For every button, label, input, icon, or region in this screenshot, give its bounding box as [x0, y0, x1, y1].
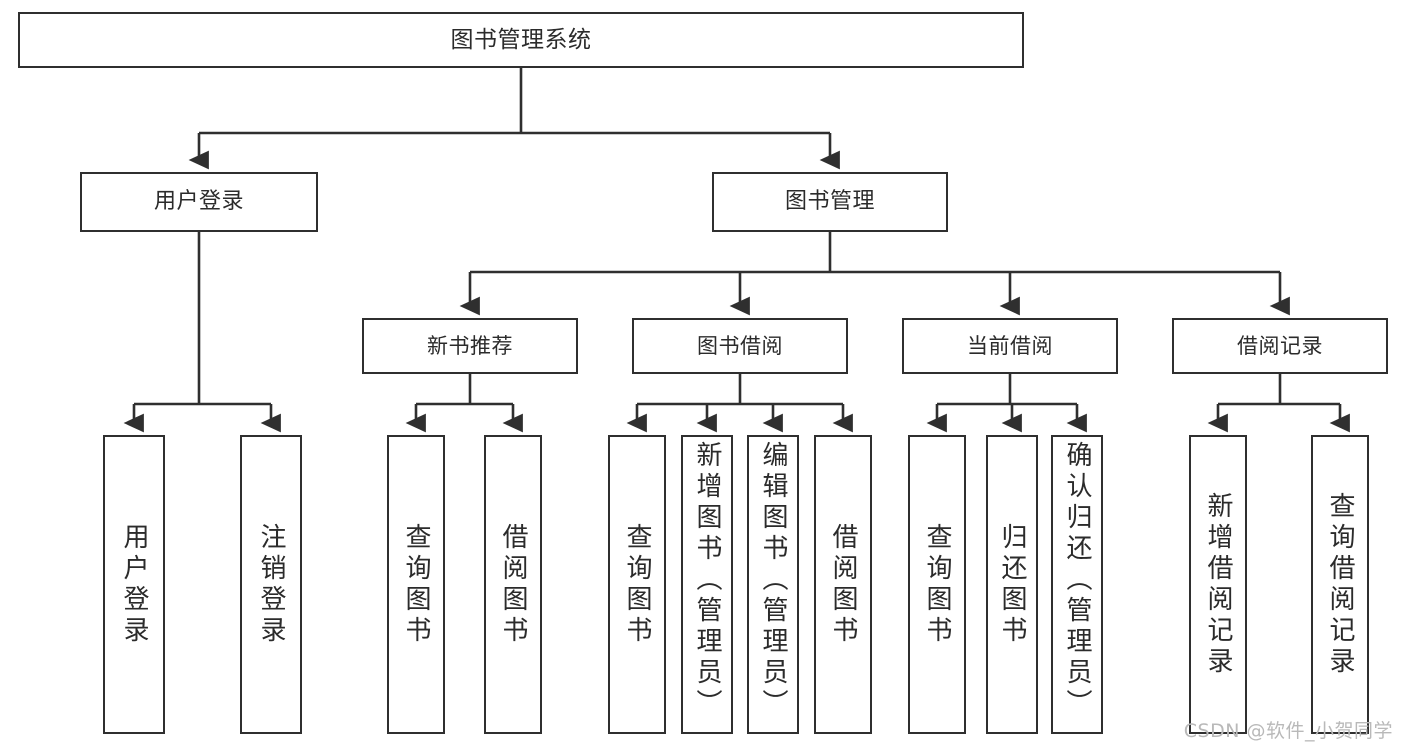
node-book-borrow[interactable]: 图书借阅 — [632, 318, 848, 374]
node-leaf-edit-book-admin[interactable]: 编辑图书（管理员） — [747, 435, 799, 734]
node-leaf-query-book-current[interactable]: 查询图书 — [908, 435, 966, 734]
node-label: 编辑图书（管理员） — [758, 441, 788, 720]
node-label: 查询借阅记录 — [1325, 491, 1355, 678]
node-label: 图书管理 — [784, 189, 875, 215]
node-label: 借阅图书 — [498, 522, 528, 647]
node-label: 借阅图书 — [828, 522, 858, 647]
node-label: 新增借阅记录 — [1203, 491, 1233, 678]
node-leaf-query-book-newbook[interactable]: 查询图书 — [387, 435, 445, 734]
node-label: 新增图书（管理员） — [692, 441, 722, 720]
node-new-book-recommend[interactable]: 新书推荐 — [362, 318, 578, 374]
watermark-text: CSDN @软件_小贺同学 — [1183, 720, 1393, 742]
node-label: 用户登录 — [153, 189, 244, 215]
node-leaf-query-borrow-record[interactable]: 查询借阅记录 — [1311, 435, 1369, 734]
node-label: 新书推荐 — [427, 333, 513, 358]
node-root-system[interactable]: 图书管理系统 — [18, 12, 1024, 68]
node-leaf-query-book-borrow[interactable]: 查询图书 — [608, 435, 666, 734]
node-leaf-return-book[interactable]: 归还图书 — [986, 435, 1038, 734]
node-label: 借阅记录 — [1237, 333, 1323, 358]
node-label: 归还图书 — [997, 522, 1027, 647]
node-borrow-record[interactable]: 借阅记录 — [1172, 318, 1388, 374]
node-label: 查询图书 — [401, 522, 431, 647]
node-label: 图书管理系统 — [450, 26, 592, 53]
node-label: 查询图书 — [622, 522, 652, 647]
node-leaf-add-borrow-record[interactable]: 新增借阅记录 — [1189, 435, 1247, 734]
node-label: 注销登录 — [256, 522, 286, 647]
node-leaf-confirm-return-admin[interactable]: 确认归还（管理员） — [1051, 435, 1103, 734]
node-user-login[interactable]: 用户登录 — [80, 172, 318, 232]
node-label: 确认归还（管理员） — [1062, 441, 1092, 720]
node-leaf-add-book-admin[interactable]: 新增图书（管理员） — [681, 435, 733, 734]
node-label: 当前借阅 — [967, 333, 1053, 358]
node-label: 图书借阅 — [697, 333, 783, 358]
node-current-borrow[interactable]: 当前借阅 — [902, 318, 1118, 374]
node-label: 查询图书 — [922, 522, 952, 647]
node-label: 用户登录 — [119, 522, 149, 647]
node-leaf-borrow-book-newbook[interactable]: 借阅图书 — [484, 435, 542, 734]
node-leaf-user-login[interactable]: 用户登录 — [103, 435, 165, 734]
node-book-management[interactable]: 图书管理 — [712, 172, 948, 232]
node-leaf-logout[interactable]: 注销登录 — [240, 435, 302, 734]
node-leaf-borrow-book[interactable]: 借阅图书 — [814, 435, 872, 734]
